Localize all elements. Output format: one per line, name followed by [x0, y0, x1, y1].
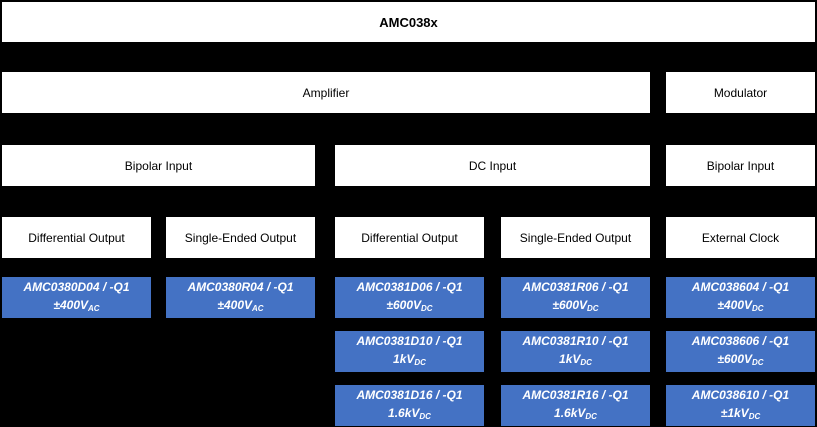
part-rating: ±600VDC — [386, 296, 432, 318]
part-box-amc038606: AMC038606 / -Q1 ±600VDC — [666, 331, 815, 372]
output-header-differential-1: Differential Output — [2, 217, 151, 258]
part-box-amc0381d06: AMC0381D06 / -Q1 ±600VDC — [335, 277, 484, 318]
part-number: AMC0381R10 / -Q1 — [522, 333, 629, 348]
part-rating: ±600VDC — [717, 350, 763, 372]
part-number: AMC038604 / -Q1 — [691, 279, 790, 294]
part-rating-value: ±400V — [53, 297, 89, 312]
part-rating-value: 1kV — [559, 351, 581, 366]
part-rating: ±400VDC — [717, 296, 763, 318]
part-rating-subscript: AC — [88, 303, 100, 313]
part-box-amc038604: AMC038604 / -Q1 ±400VDC — [666, 277, 815, 318]
bipolar-input-left-box: Bipolar Input — [2, 145, 315, 186]
part-rating-value: 1.6kV — [554, 405, 586, 420]
part-box-amc0380d04: AMC0380D04 / -Q1 ±400VAC — [2, 277, 151, 318]
part-number: AMC0380D04 / -Q1 — [23, 279, 130, 294]
part-number: AMC0381D10 / -Q1 — [356, 333, 463, 348]
part-box-amc0381r10: AMC0381R10 / -Q1 1kVDC — [501, 331, 650, 372]
part-rating-value: ±600V — [552, 297, 588, 312]
part-rating: ±400VAC — [217, 296, 263, 318]
part-number: AMC0380R04 / -Q1 — [187, 279, 294, 294]
part-box-amc0381r06: AMC0381R06 / -Q1 ±600VDC — [501, 277, 650, 318]
bipolar-input-left-label: Bipolar Input — [124, 158, 193, 173]
output-header-external-clock-label: External Clock — [701, 230, 780, 245]
part-number: AMC0381D06 / -Q1 — [356, 279, 463, 294]
family-root-label: AMC038x — [379, 14, 438, 30]
part-number: AMC0381R06 / -Q1 — [522, 279, 629, 294]
part-rating-subscript: DC — [587, 303, 599, 313]
amplifier-box: Amplifier — [2, 72, 650, 113]
output-header-differential-1-label: Differential Output — [28, 230, 125, 245]
part-rating: ±1kVDC — [721, 404, 761, 426]
part-rating-value: ±600V — [717, 351, 753, 366]
part-box-amc0381d10: AMC0381D10 / -Q1 1kVDC — [335, 331, 484, 372]
part-rating-subscript: DC — [419, 411, 431, 421]
part-box-amc038610: AMC038610 / -Q1 ±1kVDC — [666, 385, 815, 426]
part-rating-subscript: DC — [752, 357, 764, 367]
output-header-external-clock: External Clock — [666, 217, 815, 258]
part-box-amc0381d16: AMC0381D16 / -Q1 1.6kVDC — [335, 385, 484, 426]
part-rating-subscript: DC — [752, 303, 764, 313]
bipolar-input-right-label: Bipolar Input — [706, 158, 775, 173]
part-number: AMC0381R16 / -Q1 — [522, 387, 629, 402]
output-header-single-ended-1-label: Single-Ended Output — [184, 230, 297, 245]
part-rating-value: 1kV — [393, 351, 415, 366]
part-number: AMC038606 / -Q1 — [691, 333, 790, 348]
dc-input-box: DC Input — [335, 145, 650, 186]
dc-input-label: DC Input — [468, 158, 517, 173]
family-root-box: AMC038x — [2, 2, 815, 42]
part-rating-value: 1.6kV — [388, 405, 420, 420]
part-rating-value: ±400V — [217, 297, 253, 312]
bipolar-input-right-box: Bipolar Input — [666, 145, 815, 186]
part-number: AMC038610 / -Q1 — [691, 387, 790, 402]
part-rating-value: ±600V — [386, 297, 422, 312]
part-rating-subscript: DC — [585, 411, 597, 421]
part-rating: ±400VAC — [53, 296, 99, 318]
part-rating-value: ±1kV — [720, 405, 749, 420]
modulator-box: Modulator — [666, 72, 815, 113]
part-rating: 1kVDC — [393, 350, 426, 372]
output-header-differential-2: Differential Output — [335, 217, 484, 258]
part-rating-subscript: DC — [580, 357, 592, 367]
part-rating: 1.6kVDC — [554, 404, 597, 426]
part-rating: ±600VDC — [552, 296, 598, 318]
part-number: AMC0381D16 / -Q1 — [356, 387, 463, 402]
output-header-differential-2-label: Differential Output — [361, 230, 458, 245]
part-rating-subscript: DC — [414, 357, 426, 367]
part-box-amc0380r04: AMC0380R04 / -Q1 ±400VAC — [166, 277, 315, 318]
part-rating-subscript: DC — [421, 303, 433, 313]
output-header-single-ended-2: Single-Ended Output — [501, 217, 650, 258]
part-rating: 1kVDC — [559, 350, 592, 372]
part-box-amc0381r16: AMC0381R16 / -Q1 1.6kVDC — [501, 385, 650, 426]
modulator-label: Modulator — [713, 85, 768, 100]
part-rating-subscript: DC — [748, 411, 761, 421]
amplifier-label: Amplifier — [302, 85, 350, 100]
part-rating-value: ±400V — [717, 297, 753, 312]
output-header-single-ended-2-label: Single-Ended Output — [519, 230, 632, 245]
output-header-single-ended-1: Single-Ended Output — [166, 217, 315, 258]
part-rating: 1.6kVDC — [388, 404, 431, 426]
part-rating-subscript: AC — [252, 303, 264, 313]
